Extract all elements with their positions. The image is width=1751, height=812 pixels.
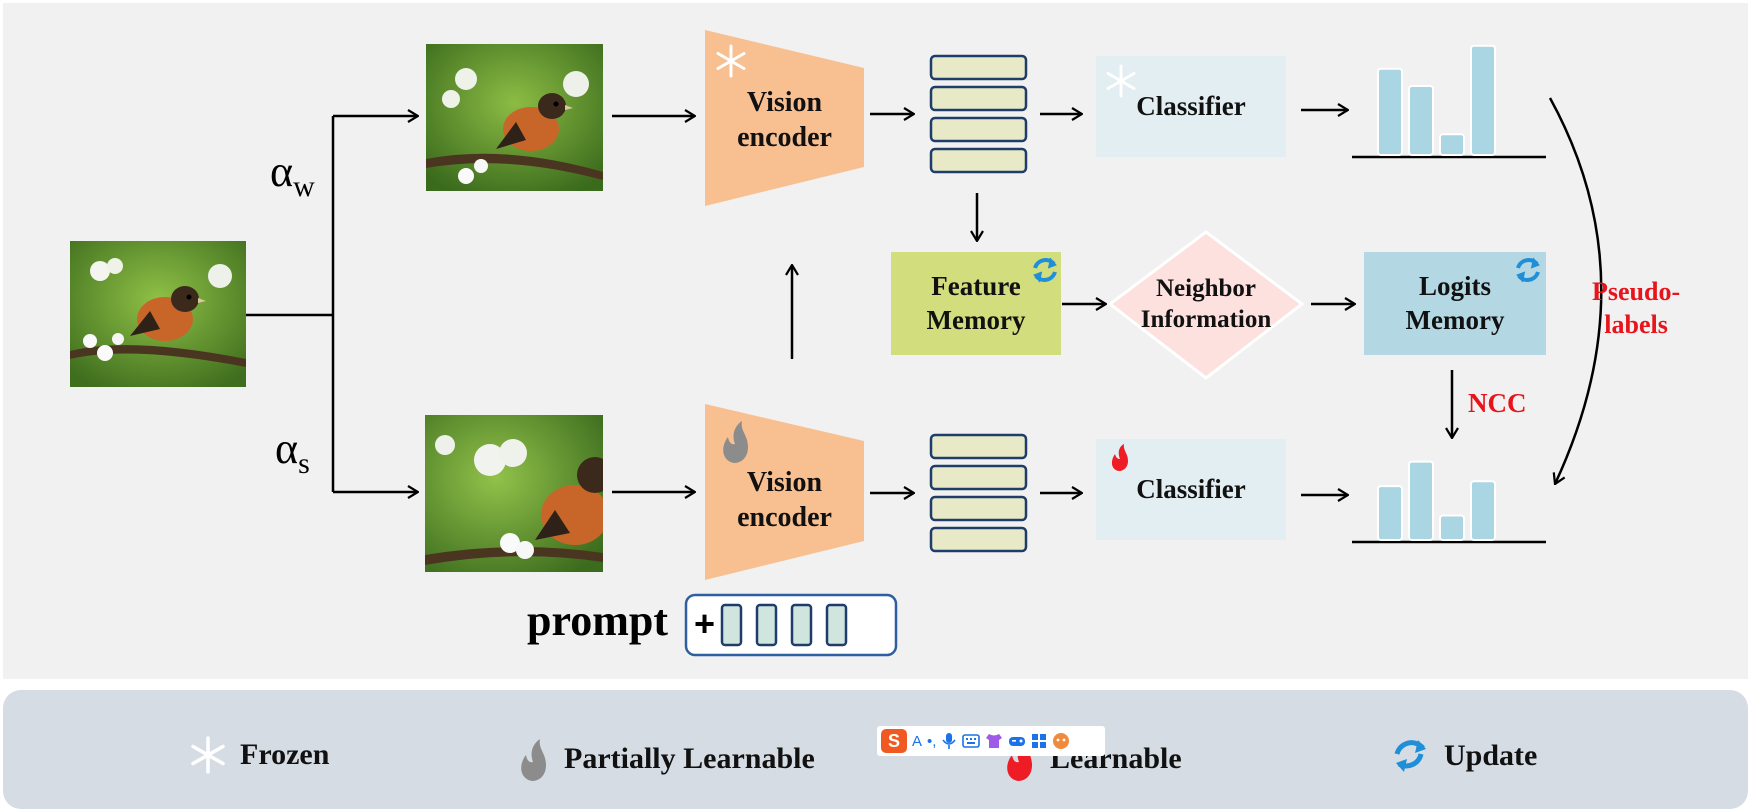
histogram-bottom bbox=[1377, 460, 1496, 542]
prompt-label: prompt bbox=[527, 596, 668, 645]
classifier-top-shape bbox=[1096, 56, 1286, 157]
gamepad-icon[interactable] bbox=[1008, 734, 1026, 748]
partially-learnable-flame-icon bbox=[723, 421, 748, 463]
vision-encoder-bottom: Vision encoder bbox=[712, 460, 857, 540]
histogram-bar bbox=[1470, 44, 1496, 156]
vision-encoder-bottom-line2: encoder bbox=[737, 502, 832, 533]
update-icon bbox=[1394, 740, 1426, 772]
ime-logo-icon[interactable]: S bbox=[881, 729, 907, 753]
alpha-s-label: αs bbox=[275, 423, 310, 481]
mic-icon[interactable] bbox=[941, 732, 957, 750]
input-bird-image bbox=[70, 241, 246, 387]
vision-encoder-top-shape bbox=[705, 30, 864, 206]
histogram-top bbox=[1377, 44, 1496, 157]
alpha-s-subscript: s bbox=[298, 447, 310, 480]
feature-memory-line1: Feature bbox=[931, 270, 1021, 301]
alpha-w-symbol: α bbox=[270, 147, 294, 196]
neighbor-information: Neighbor Information bbox=[1110, 262, 1302, 346]
neighbor-information-line1: Neighbor bbox=[1156, 274, 1256, 302]
classifier-top-label: Classifier bbox=[1136, 90, 1246, 121]
histogram-bar bbox=[1377, 485, 1403, 542]
pseudo-labels-label: Pseudo- labels bbox=[1592, 276, 1680, 341]
feature-memory-shape bbox=[891, 252, 1061, 355]
feature-memory: Feature Memory bbox=[891, 252, 1061, 355]
ime-punctuation-toggle[interactable]: •, bbox=[927, 732, 937, 750]
update-icon bbox=[1516, 257, 1540, 283]
flame-icon bbox=[1111, 444, 1128, 471]
weak-augmented-bird-image bbox=[426, 44, 603, 191]
neighbor-information-shape bbox=[1107, 230, 1305, 380]
histogram-bar bbox=[1408, 85, 1434, 156]
classifier-top: Classifier bbox=[1096, 56, 1286, 157]
grid-icon[interactable] bbox=[1031, 733, 1047, 749]
update-icon bbox=[1033, 257, 1057, 283]
face-icon[interactable] bbox=[1052, 732, 1070, 750]
legend-update-label: Update bbox=[1444, 739, 1538, 772]
legend-partially-learnable: Partially Learnable bbox=[512, 735, 815, 783]
feature-memory-line2: Memory bbox=[926, 304, 1026, 335]
classifier-bottom: Classifier bbox=[1096, 439, 1286, 540]
logits-memory-line1: Logits bbox=[1418, 270, 1491, 301]
partially-learnable-flame-icon bbox=[521, 739, 546, 781]
legend-update: Update bbox=[1390, 735, 1537, 777]
pseudo-labels-line2: labels bbox=[1604, 309, 1668, 339]
vision-encoder-bottom-line1: Vision bbox=[746, 467, 823, 498]
legend-frozen-label: Frozen bbox=[240, 738, 330, 771]
ncc-label: NCC bbox=[1468, 388, 1527, 418]
token-stack-top bbox=[929, 54, 1028, 174]
keyboard-icon[interactable] bbox=[962, 734, 981, 748]
logits-memory-shape bbox=[1364, 252, 1546, 355]
vision-encoder-top-line1: Vision bbox=[746, 87, 823, 118]
classifier-bottom-shape bbox=[1096, 439, 1286, 540]
snowflake-icon bbox=[716, 44, 746, 78]
prompt-token-cells bbox=[720, 603, 848, 647]
snowflake-icon bbox=[191, 736, 225, 774]
legend-frozen: Frozen bbox=[188, 735, 329, 775]
flow-arrows bbox=[612, 97, 1603, 495]
input-branch-lines bbox=[246, 116, 418, 492]
histogram-bar bbox=[1439, 514, 1465, 541]
vision-encoder-top: Vision encoder bbox=[712, 80, 857, 160]
alpha-s-symbol: α bbox=[275, 424, 299, 473]
token-stack-bottom bbox=[929, 433, 1028, 553]
snowflake-icon bbox=[1106, 64, 1136, 98]
logits-memory: Logits Memory bbox=[1364, 252, 1546, 355]
alpha-w-subscript: w bbox=[293, 170, 315, 203]
classifier-bottom-label: Classifier bbox=[1136, 473, 1246, 504]
neighbor-information-line2: Information bbox=[1140, 306, 1272, 333]
pseudo-labels-line1: Pseudo- bbox=[1592, 277, 1681, 306]
shirt-icon[interactable] bbox=[985, 733, 1003, 749]
prompt-plus-sign: + bbox=[694, 603, 716, 644]
histogram-bar bbox=[1377, 67, 1403, 156]
strong-augmented-bird-image bbox=[425, 415, 603, 572]
legend-panel bbox=[3, 690, 1748, 809]
logits-memory-line2: Memory bbox=[1405, 304, 1505, 335]
histogram-bar bbox=[1408, 460, 1434, 542]
ime-language-toggle[interactable]: A bbox=[912, 732, 923, 750]
histogram-bar bbox=[1470, 480, 1496, 542]
alpha-w-label: αw bbox=[270, 146, 315, 204]
vision-encoder-top-line2: encoder bbox=[737, 122, 832, 153]
histogram-bar bbox=[1439, 133, 1465, 157]
legend-partially-learnable-label: Partially Learnable bbox=[564, 742, 815, 775]
ime-toolbar[interactable]: S A •, bbox=[877, 726, 1105, 756]
